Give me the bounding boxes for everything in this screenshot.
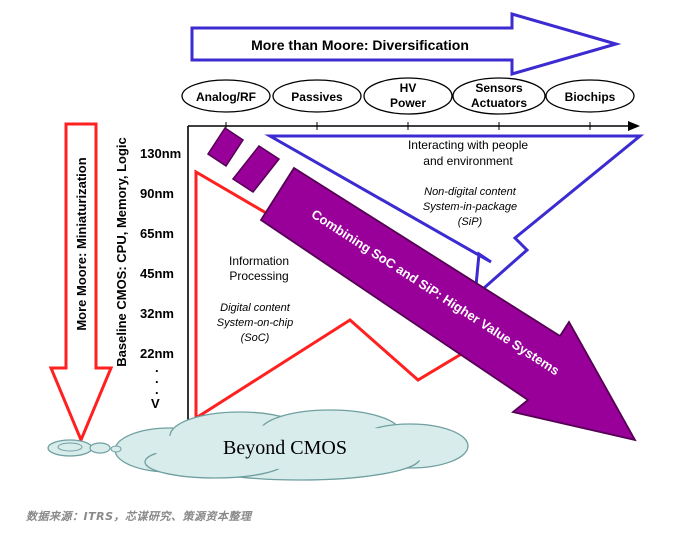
baseline-cmos-label: Baseline CMOS: CPU, Memory, Logic	[114, 137, 129, 366]
soc-detail-line-1: Digital content	[220, 302, 291, 314]
sip-arrow	[264, 134, 645, 300]
node-ellipsis-dot: .	[155, 360, 159, 375]
sip-detail-line-2: System-in-package	[423, 201, 517, 213]
sip-detail-line-3: (SiP)	[458, 216, 483, 228]
technology-nodes: 130nm 90nm 65nm 45nm 32nm 22nm . . . V	[140, 146, 181, 411]
horizontal-axis-arrowhead	[628, 121, 640, 131]
combined-arrow	[259, 166, 637, 442]
category-oval-sensors-actuators	[452, 77, 546, 115]
soc-title-line-1: Information	[229, 254, 289, 268]
more-moore-arrow	[48, 122, 114, 444]
sip-title-line-1: Interacting with people	[408, 138, 528, 152]
node-label: 90nm	[140, 186, 174, 201]
category-label-biochips: Biochips	[565, 90, 616, 104]
node-label: 22nm	[140, 346, 174, 361]
more-moore-label: More Moore: Miniaturization	[74, 157, 89, 330]
sip-detail-line-1: Non-digital content	[424, 186, 517, 198]
purple-block-1	[206, 126, 245, 168]
sip-title-line-2: and environment	[423, 154, 513, 168]
soc-detail-line-2: System-on-chip	[217, 317, 293, 329]
category-label-sensors: Sensors	[475, 81, 523, 95]
purple-block-2	[231, 144, 281, 194]
category-label-actuators: Actuators	[471, 96, 527, 110]
beyond-cmos-label: Beyond CMOS	[223, 437, 347, 459]
soc-title-line-2: Processing	[229, 269, 288, 283]
horizontal-axis-ticks	[225, 122, 591, 130]
node-label: 130nm	[140, 146, 181, 161]
node-label: 45nm	[140, 266, 174, 281]
source-caption: 数据来源：ITRS，芯谋研究、策源资本整理	[26, 510, 252, 523]
node-end-marker: V	[151, 396, 160, 411]
node-label: 32nm	[140, 306, 174, 321]
more-than-moore-label: More than Moore: Diversification	[251, 37, 469, 53]
category-label-passives: Passives	[291, 90, 343, 104]
category-label-hv: HV	[400, 81, 417, 95]
node-ellipsis-dot: .	[155, 382, 159, 397]
category-oval-passives	[272, 79, 362, 113]
category-oval-biochips	[545, 79, 635, 113]
category-oval-hv-power	[363, 77, 453, 115]
category-oval-analog-rf	[181, 79, 271, 113]
soc-detail-line-3: (SoC)	[241, 332, 270, 344]
node-ellipsis-dot: .	[155, 371, 159, 386]
node-label: 65nm	[140, 226, 174, 241]
more-than-moore-arrow	[190, 12, 622, 76]
beyond-cmos-cloud	[47, 409, 469, 481]
category-label-analog-rf: Analog/RF	[196, 90, 256, 104]
category-label-power: Power	[390, 96, 426, 110]
